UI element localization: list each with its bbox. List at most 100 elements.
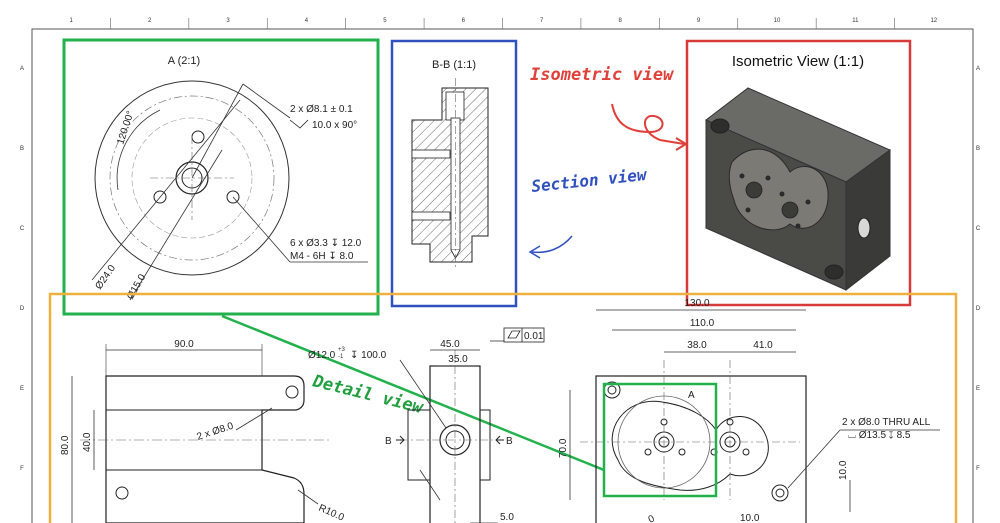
detail-angle-arc [116,109,161,191]
front-width-dim: 90.0 [174,339,194,350]
flatness-value: 0.01 [524,331,544,342]
front-hole-2 [115,486,129,500]
side-bore-callout: Ø12.0 [308,350,336,361]
detail-bolt-circle [109,95,275,261]
top-outline [595,375,807,523]
side-view: 45.0 35.0 0.01 Ø12.0 +3 -1 ↧ 100.0 B B 5… [308,327,545,523]
iso-corner-hole-1 [710,118,730,134]
column-marker: 8 [618,18,622,24]
iso-view-title: Isometric View (1:1) [732,53,864,70]
section-arrow [531,235,573,254]
front-height-outer-dim: 80.0 [60,435,71,455]
top-detail-ref: A [688,390,695,401]
cut-label-right: B [506,436,513,447]
iso-bore-1 [745,181,763,199]
row-marker: D [20,306,25,312]
column-marker: 7 [540,18,544,24]
column-marker: 10 [774,18,781,24]
row-marker: C [976,226,981,232]
top-10-horizontal-dim: 10.0 [740,513,760,523]
top-70-dim: 70.0 [558,438,569,458]
iso-highlight-box [685,39,912,307]
iso-side-hole [857,217,871,239]
detail-tap-hole-2 [153,190,167,204]
top-pocket-outline [611,400,769,491]
side-bore-depth: ↧ 100.0 [350,350,387,361]
row-marker: A [20,66,24,72]
column-marker: 3 [226,18,230,24]
row-marker: E [976,386,980,392]
column-marker: 12 [930,18,937,24]
detail-highlight-box [62,38,380,316]
section-highlight-box [390,39,518,308]
top-41-dim: 41.0 [753,340,773,351]
detail-tap-callout-2: M4 - 6H ↧ 8.0 [290,251,354,262]
section-cross-hole-1 [411,149,451,159]
detail-pitch-circle [131,117,253,239]
side-w1-dim: 45.0 [440,339,460,350]
iso-raised-boss [728,148,829,231]
detail-dia-leader-inner [129,149,223,301]
countersink-icon [289,119,309,129]
side-right-step [479,409,491,481]
section-view-title: B-B (1:1) [432,59,476,71]
row-marker: C [20,226,25,232]
row-marker: B [976,146,980,152]
row-marker: F [976,466,980,472]
cut-label-left: B [385,436,392,447]
top-corner-hole-2 [771,484,789,502]
row-marker: E [20,386,24,392]
detail-connector-line [221,314,605,472]
front-hole-1 [285,385,299,399]
detail-outer-circle [94,80,290,276]
top-38-dim: 38.0 [687,340,707,351]
top-holes-callout-2: ⌴ Ø13.5 ↧ 8.5 [848,430,911,441]
side-bore-tol-upper: +3 [338,347,346,353]
column-marker: 5 [383,18,387,24]
section-cross-hole-2 [411,211,451,221]
top-detail-highlight-box [602,382,718,498]
row-marker: F [20,466,24,472]
top-view: 130.0 110.0 38.0 41.0 70.0 A 2 x Ø8.0 TH… [558,298,940,523]
section-view-bb: B-B (1:1) [411,59,489,270]
top-10-vertical-dim: 10.0 [838,460,849,480]
isometric-arrow [611,103,685,145]
top-bottom-partial-dim: 0 [647,513,657,523]
side-bore-tol-lower: -1 [338,354,344,360]
front-outline [105,375,305,523]
column-marker: 9 [697,18,701,24]
flatness-frame [503,327,545,343]
side-w2-dim: 35.0 [448,354,468,365]
row-marker: A [976,66,980,72]
detail-leader-1 [191,83,244,179]
column-marker: 11 [852,18,859,24]
detail-csk-callout: 10.0 x 90° [312,120,357,131]
column-marker: 1 [70,18,74,24]
side-left-step [407,409,431,481]
row-marker: D [976,306,981,312]
isometric-view: Isometric View (1:1) [705,53,891,292]
top-overall-dim: 130.0 [684,298,709,309]
isometric-annotation: Isometric view [530,65,674,85]
top-holes-callout-1: 2 x Ø8.0 THRU ALL [842,417,931,428]
row-marker: B [20,146,24,152]
iso-corner-hole-2 [824,264,844,280]
detail-view-title: A (2:1) [168,55,200,67]
bottom-views-box [48,292,958,523]
flatness-icon [507,330,521,339]
detail-tap-hole-3 [226,190,240,204]
detail-dia-leader-outer [91,99,241,281]
column-marker: 6 [462,18,466,24]
column-marker: 2 [148,18,152,24]
front-height-inner-dim: 40.0 [82,432,93,452]
detail-hole-callout: 2 x Ø8.1 ± 0.1 [290,104,353,115]
detail-tap-callout-1: 6 x Ø3.3 ↧ 12.0 [290,238,362,249]
iso-bore-2 [781,201,799,219]
column-marker: 4 [305,18,309,24]
section-counterbore [445,91,465,121]
side-bottom-dim: 5.0 [500,512,514,523]
top-110-dim: 110.0 [690,318,715,329]
detail-leader-2 [232,196,291,263]
